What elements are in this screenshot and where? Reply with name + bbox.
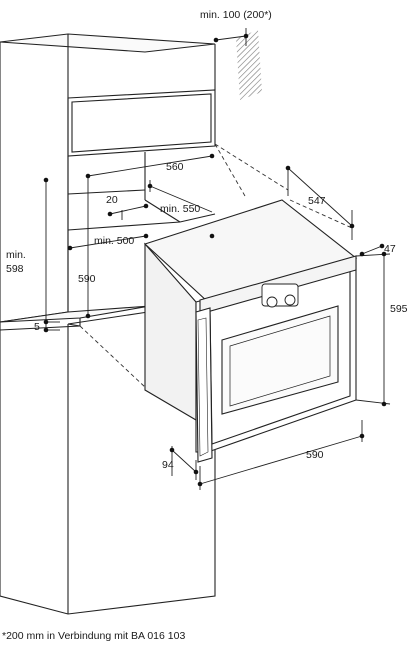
dimension-dots xyxy=(43,33,387,487)
label-min-rear-gap: min. 100 (200*) xyxy=(200,9,272,21)
footnote: *200 mm in Verbindung mit BA 016 103 xyxy=(2,630,186,642)
label-door-depth: 94 xyxy=(162,459,174,471)
oven xyxy=(143,199,358,463)
label-vent-depth: 20 xyxy=(106,194,118,206)
label-niche-height-min-b: 598 xyxy=(6,263,24,275)
label-oven-height: 595 xyxy=(390,303,408,315)
control-knob xyxy=(261,283,299,308)
label-niche-width: 590 xyxy=(78,273,96,285)
label-oven-depth: 547 xyxy=(308,195,326,207)
label-niche-width-min: min. 500 xyxy=(94,235,134,247)
rear-wall xyxy=(236,30,262,100)
label-niche-depth-top: 560 xyxy=(166,161,184,173)
label-niche-depth-inner: min. 550 xyxy=(160,203,200,215)
label-niche-height-min-a: min. xyxy=(6,249,26,261)
tall-cabinet xyxy=(0,33,216,615)
projection-lines xyxy=(79,143,353,389)
label-front-panel-depth: 47 xyxy=(384,243,396,255)
label-shelf-gap: 5 xyxy=(34,321,40,333)
label-oven-width: 590 xyxy=(306,449,324,461)
